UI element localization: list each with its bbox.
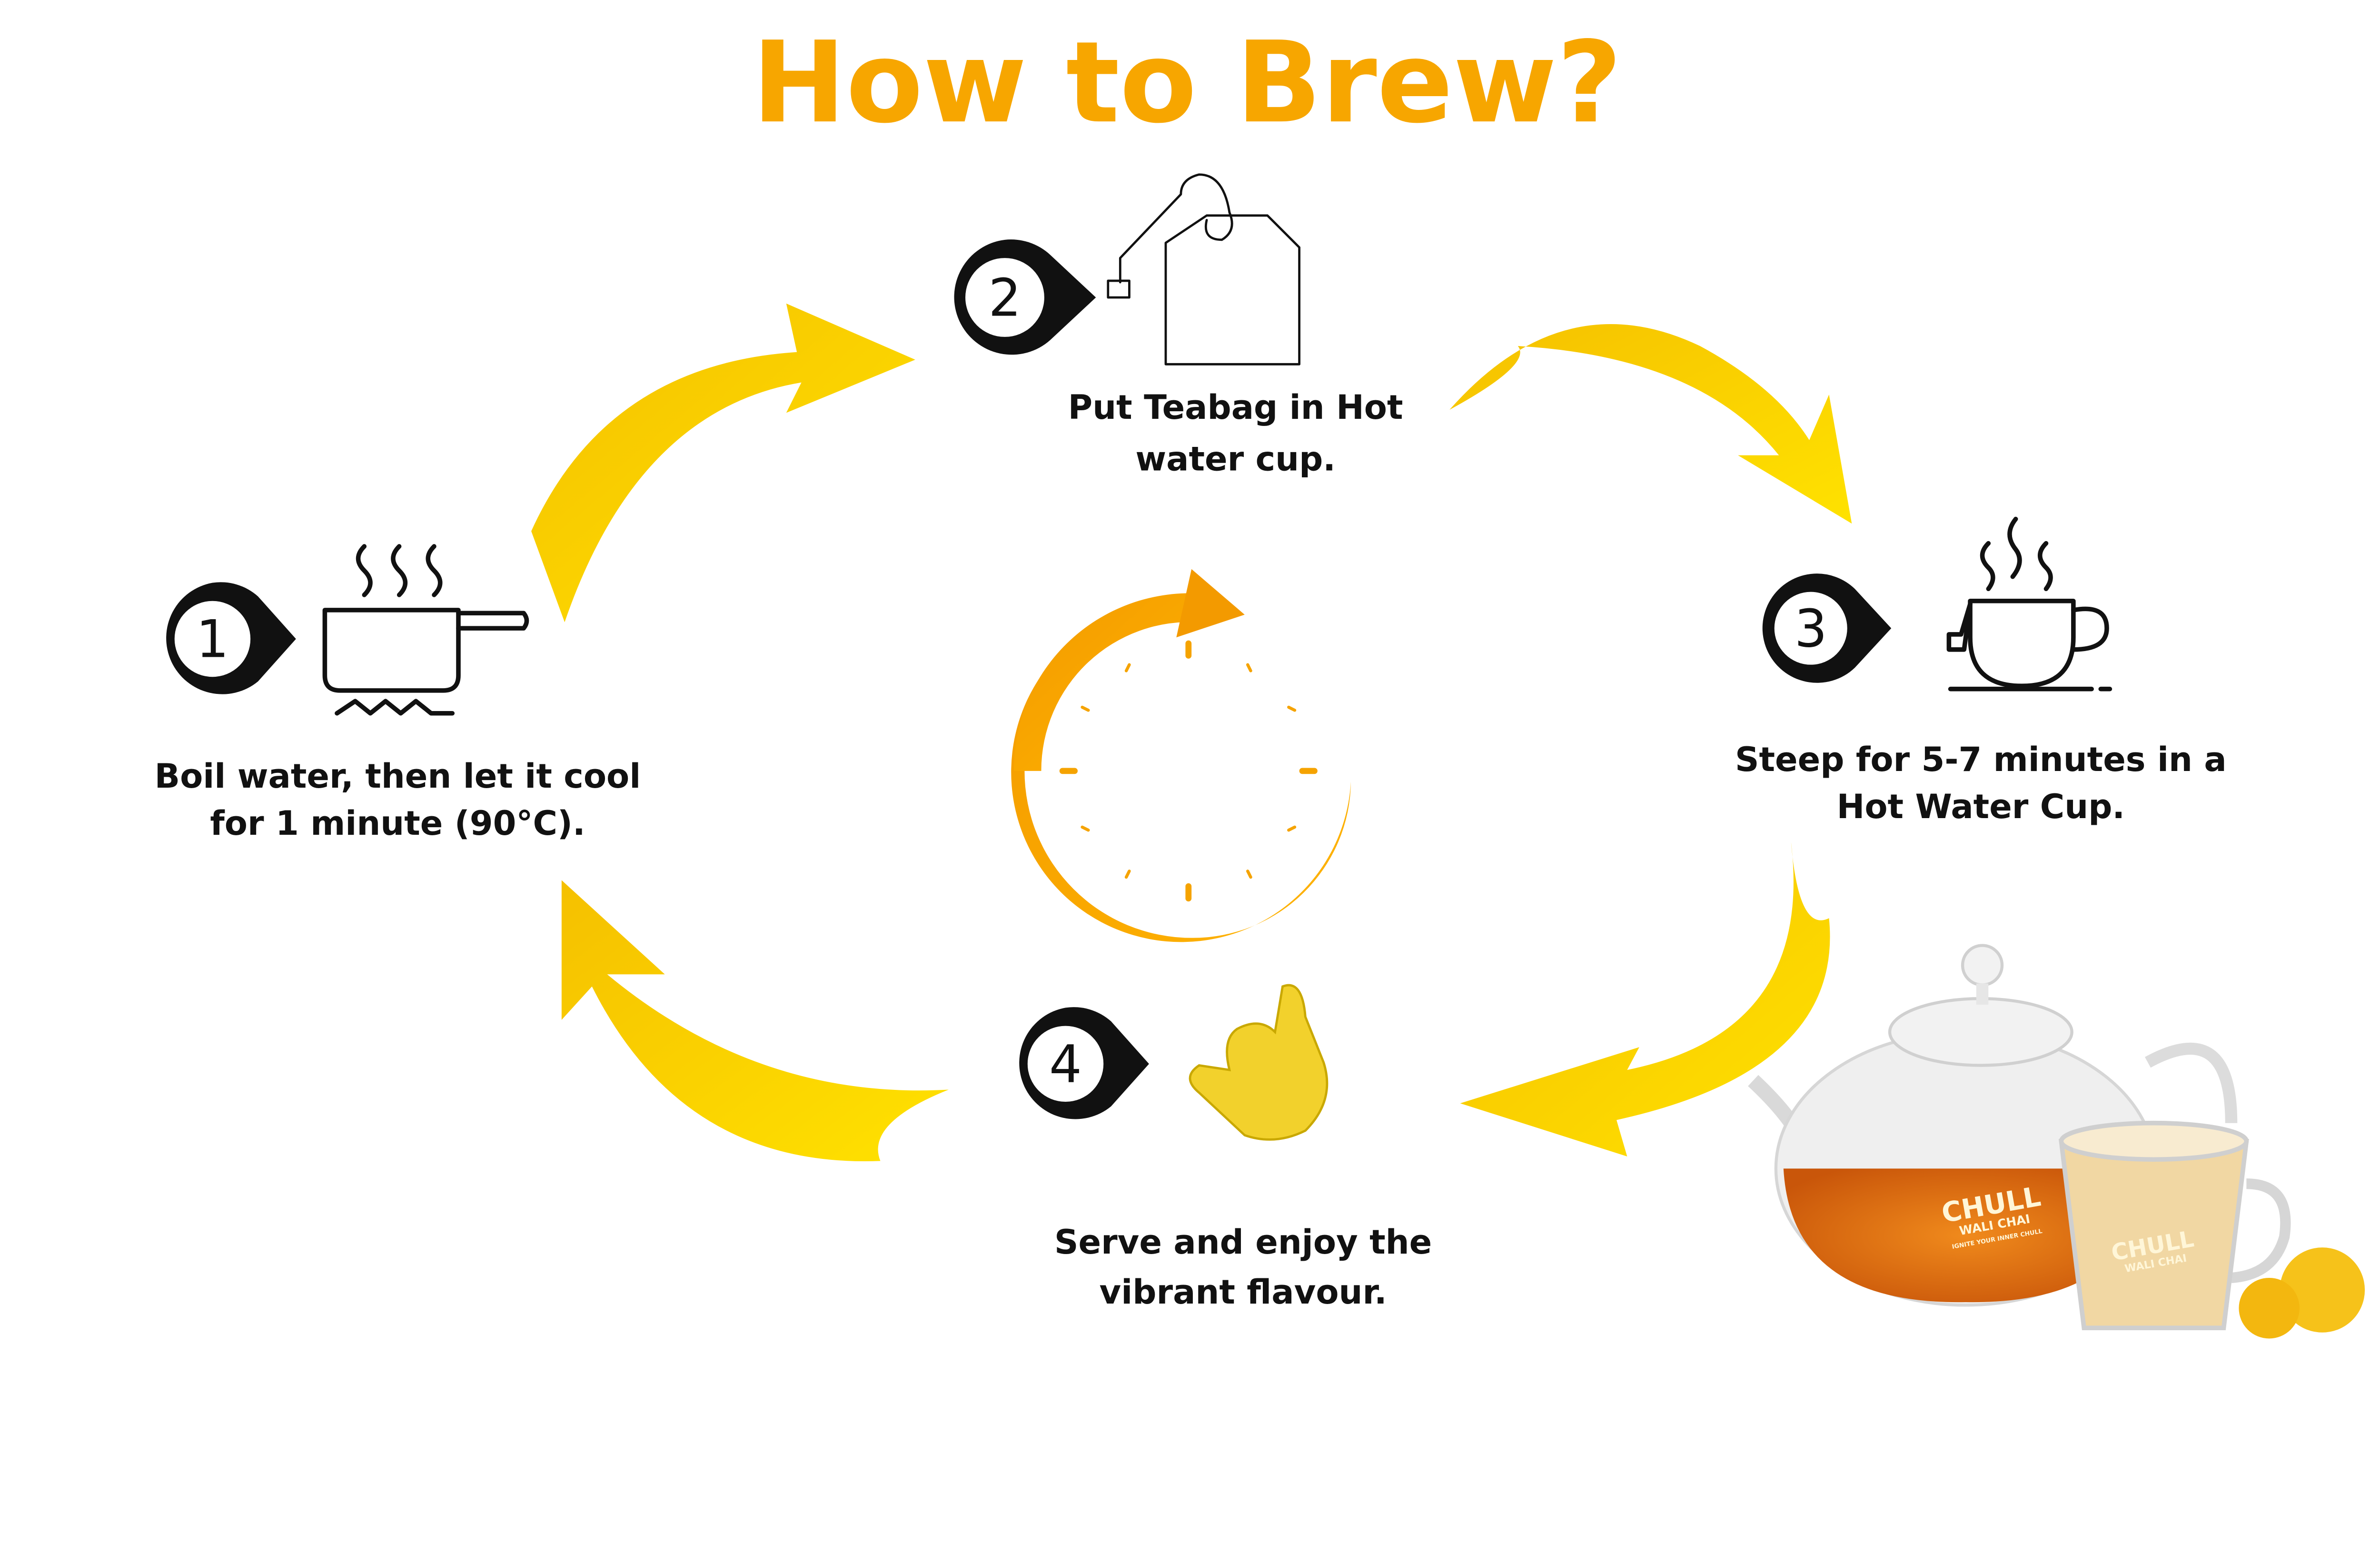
clock-timer-icon (1011, 569, 1351, 942)
cycle-arrow-2-to-3 (1449, 324, 1852, 524)
step-2-text-line-1: Put Teabag in Hot (1068, 388, 1403, 427)
boiling-pot-icon (322, 544, 529, 716)
teapot-product-image: CHULL WALI CHAI IGNITE YOUR INNER CHULL … (1748, 944, 2365, 1339)
step-1-marker: 1 (166, 582, 296, 694)
step-1-number: 1 (196, 609, 229, 670)
brew-diagram: How to Brew? 1 2 3 4 (155, 17, 2365, 1339)
tea-cup-icon (1946, 516, 2112, 692)
page-title: How to Brew? (752, 17, 1622, 148)
step-4-text-line-1: Serve and enjoy the (1054, 1223, 1432, 1262)
step-2-text-line-2: water cup. (1135, 440, 1336, 479)
step-3-number: 3 (1795, 598, 1827, 659)
step-4-text-line-2: vibrant flavour. (1100, 1273, 1387, 1312)
step-1-text-line-1: Boil water, then let it cool (155, 757, 641, 796)
step-2-marker: 2 (954, 239, 1096, 355)
cycle-arrow-4-to-1 (561, 880, 949, 1162)
step-3-text-line-1: Steep for 5-7 minutes in a (1735, 740, 2227, 779)
step-3-marker: 3 (1762, 573, 1892, 683)
step-3-text-line-2: Hot Water Cup. (1837, 787, 2125, 826)
step-1-text-line-2: for 1 minute (90°C). (210, 804, 585, 843)
cycle-arrow-1-to-2 (531, 303, 915, 623)
hand-gesture-icon (1189, 984, 1329, 1141)
step-4-number: 4 (1049, 1034, 1082, 1095)
step-2-number: 2 (988, 267, 1021, 328)
cycle-arrow-3-to-4 (1460, 842, 1830, 1156)
step-4-marker: 4 (1019, 1007, 1149, 1119)
teabag-icon (1107, 173, 1300, 366)
